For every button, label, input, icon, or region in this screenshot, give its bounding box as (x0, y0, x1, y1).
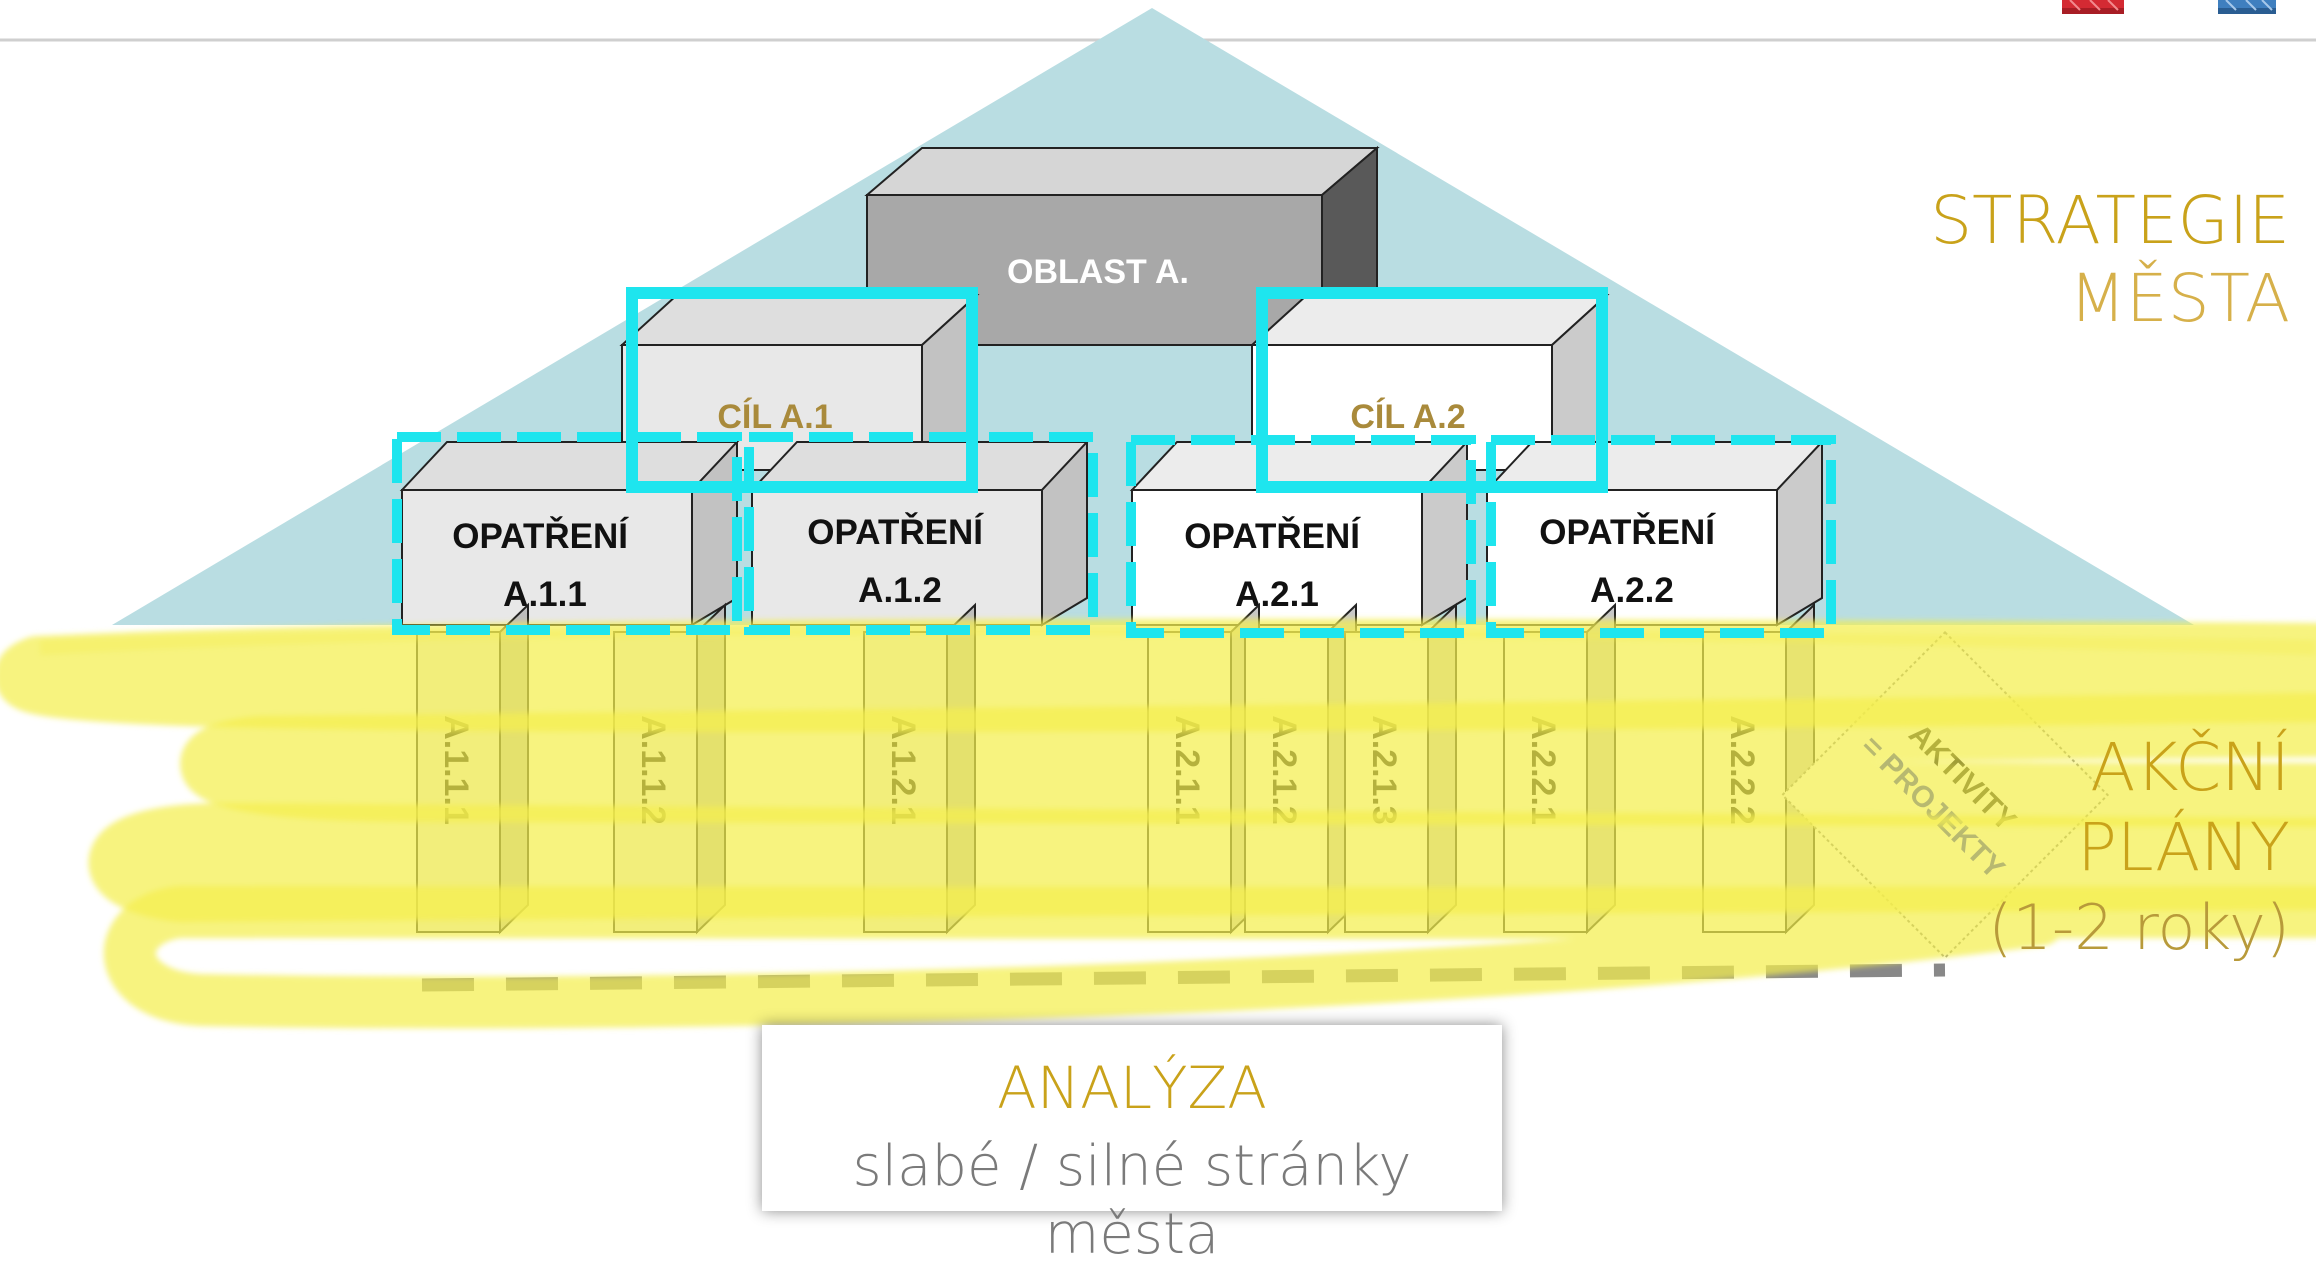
akcni-plany-label: AKČNÍ PLÁNY (1-2 roky) (1900, 728, 2290, 968)
strategy-pyramid-diagram: OBLAST A. CÍL A.1 CÍL A.2 OPATŘENÍ A.1.1… (0, 0, 2316, 1029)
analyza-box: ANALÝZA slabé / silné stránky města (762, 1025, 1502, 1267)
opatreni-a22-line2: A.2.2 (1590, 571, 1674, 610)
yellow-highlight-scribble (0, 618, 2316, 1029)
svg-text:OPATŘENÍ A.2.2: OPATŘENÍ A.2.2 (1539, 512, 1724, 610)
opatreni-a22-box: OPATŘENÍ A.2.2 (1484, 439, 1825, 627)
cil-a1-label: CÍL A.1 (717, 398, 832, 436)
svg-text:OPATŘENÍ A.1.1: OPATŘENÍ A.1.1 (452, 516, 637, 614)
analyza-title: ANALÝZA (997, 1054, 1267, 1122)
cil-a2-box: CÍL A.2 (1249, 292, 1610, 472)
opatreni-a21-highlight-frame (1126, 435, 1476, 638)
svg-text:OPATŘENÍ A.2.1: OPATŘENÍ A.2.1 (1184, 516, 1369, 614)
opatreni-a21-line2: A.2.1 (1235, 575, 1319, 614)
opatreni-a11-line1: OPATŘENÍ (452, 516, 629, 556)
analyza-subtitle: slabé / silné stránky města (852, 1134, 1412, 1267)
svg-text:OPATŘENÍ A.1.2: OPATŘENÍ A.1.2 (807, 512, 992, 610)
opatreni-a22-highlight-frame (1486, 435, 1836, 638)
akcni-line3: (1-2 roky) (1988, 891, 2290, 964)
opatreni-a12-line2: A.1.2 (858, 571, 942, 610)
strategie-line1: STRATEGIE (1930, 182, 2290, 259)
akcni-line2: PLÁNY (2077, 809, 2290, 886)
strategie-label: STRATEGIE MĚSTA (1900, 182, 2290, 338)
opatreni-a12-box: OPATŘENÍ A.1.2 (749, 439, 1090, 627)
opatreni-a21-box: OPATŘENÍ A.2.1 (1129, 439, 1470, 627)
strategie-line2: MĚSTA (2069, 260, 2290, 337)
logo-blue-icon (2218, 0, 2276, 14)
opatreni-a11-highlight-frame (392, 432, 742, 635)
logo-red-icon (2062, 0, 2124, 14)
oblast-label: OBLAST A. (1007, 253, 1189, 291)
oblast-box: OBLAST A. (864, 145, 1380, 347)
akcni-line1: AKČNÍ (2090, 729, 2290, 806)
cil-a2-highlight-frame (1256, 287, 1608, 493)
opatreni-a12-line1: OPATŘENÍ (807, 512, 984, 552)
opatreni-a11-box: OPATŘENÍ A.1.1 (399, 439, 740, 627)
cil-a2-label: CÍL A.2 (1350, 398, 1465, 436)
opatreni-a12-highlight-frame (744, 432, 1098, 635)
opatreni-a11-line2: A.1.1 (503, 575, 587, 614)
opatreni-a21-line1: OPATŘENÍ (1184, 516, 1361, 556)
opatreni-a22-line1: OPATŘENÍ (1539, 512, 1716, 552)
cil-a1-highlight-frame (626, 287, 978, 493)
